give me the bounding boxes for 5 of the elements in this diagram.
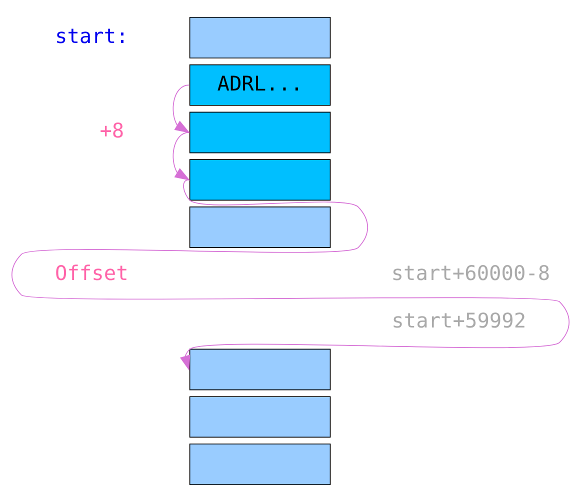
label: start+60000-8 <box>391 260 550 285</box>
node-label: start: <box>54 24 128 48</box>
label: +8 <box>100 118 124 143</box>
label: Offset <box>54 260 128 285</box>
label: start+59992 <box>392 308 526 332</box>
